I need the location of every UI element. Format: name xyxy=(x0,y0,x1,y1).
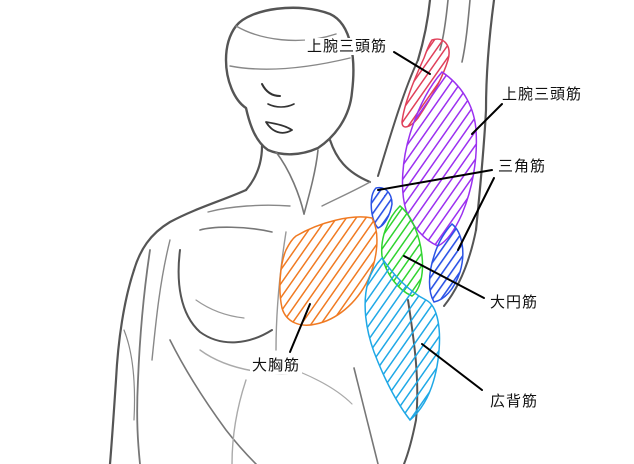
label-triceps-long-head: 上腕三頭筋 xyxy=(305,37,390,55)
leader-deltoid xyxy=(377,169,493,191)
leader-triceps-outer xyxy=(471,103,503,135)
label-pectoralis-major: 大胸筋 xyxy=(250,356,303,374)
leader-latissimus-dorsi xyxy=(421,343,483,391)
leader-deltoid-lower xyxy=(457,177,495,251)
label-triceps-outer: 上腕三頭筋 xyxy=(500,85,585,103)
muscle-pectoralis-major xyxy=(279,216,378,326)
label-latissimus-dorsi: 広背筋 xyxy=(488,392,541,410)
muscle-latissimus-dorsi xyxy=(364,256,441,422)
label-deltoid: 三角筋 xyxy=(496,157,549,175)
leader-lines xyxy=(289,51,503,391)
muscle-deltoid xyxy=(370,186,393,229)
leader-triceps-long-head xyxy=(393,51,431,75)
leader-teres-major xyxy=(403,255,485,299)
muscle-regions xyxy=(279,38,478,422)
leader-pectoralis-major xyxy=(289,303,311,353)
label-teres-major: 大円筋 xyxy=(488,293,541,311)
muscle-triceps-long-head xyxy=(401,38,450,128)
